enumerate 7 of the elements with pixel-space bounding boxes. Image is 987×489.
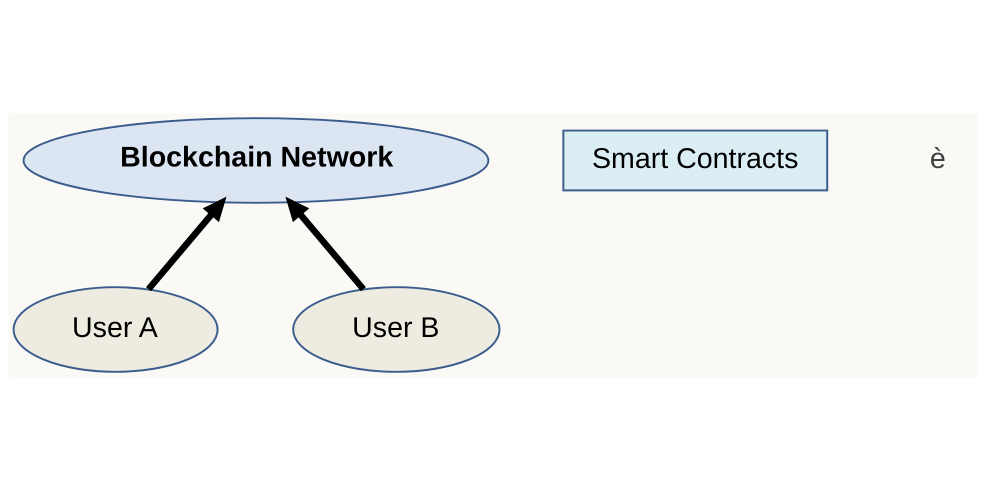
arrow (285, 196, 366, 291)
arrow (146, 196, 227, 291)
node-ellipse: User A (12, 286, 219, 372)
node-box: Smart Contracts (562, 129, 828, 191)
node-ellipse: User B (292, 286, 500, 372)
node-ellipse: Blockchain Network (22, 116, 490, 204)
label: è (930, 142, 946, 174)
